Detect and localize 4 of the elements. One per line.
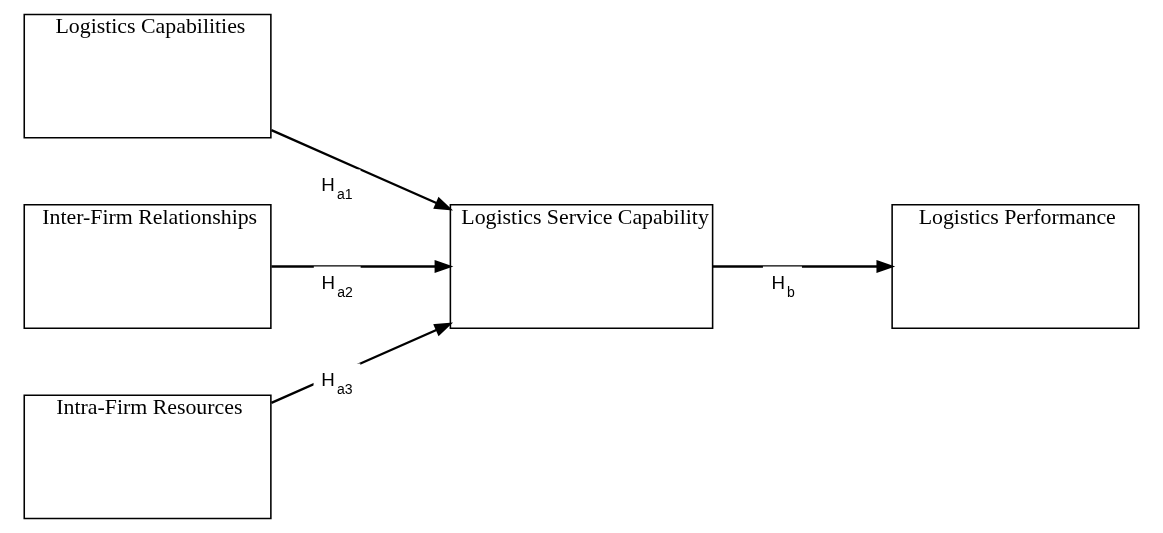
edge-label: H$_{b}$ bbox=[771, 271, 795, 300]
edge-label: H$_{a1}$ bbox=[321, 174, 353, 203]
edge-label: H$_{a3}$ bbox=[321, 368, 353, 397]
edge-label: H$_{a2}$ bbox=[321, 271, 353, 300]
